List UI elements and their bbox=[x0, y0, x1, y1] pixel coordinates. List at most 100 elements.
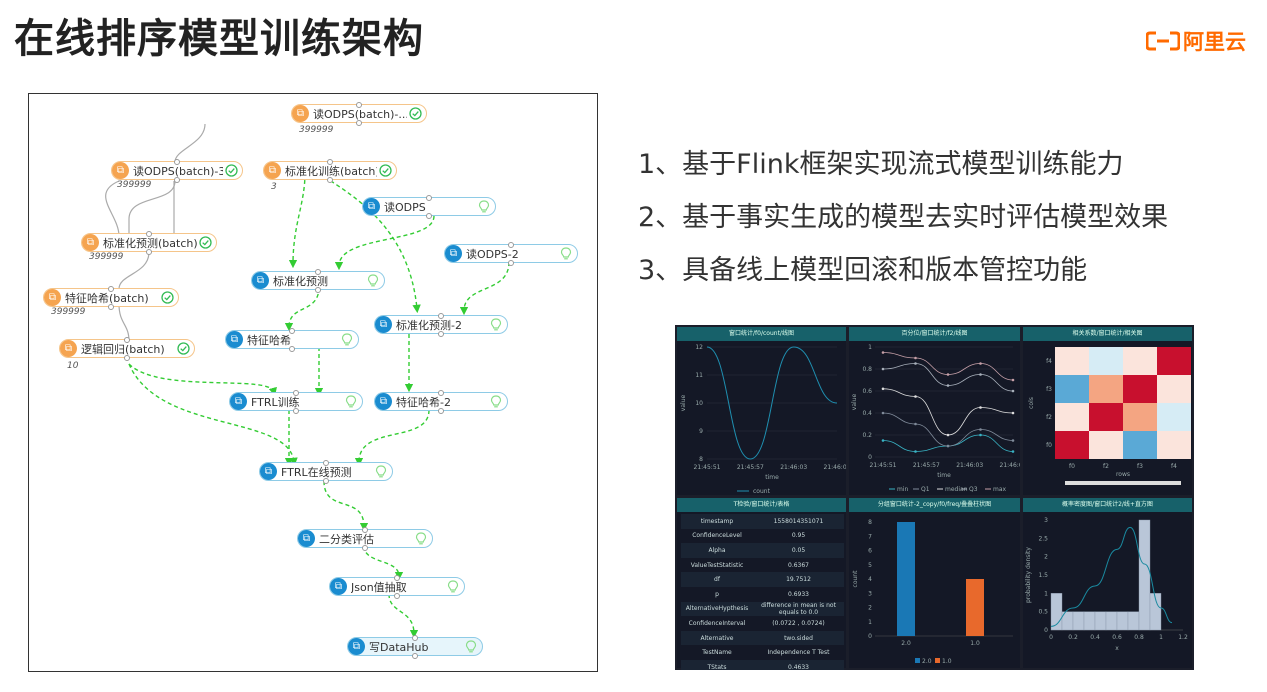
series-line bbox=[882, 363, 1014, 392]
node-port[interactable] bbox=[174, 177, 180, 183]
node-label: 标准化预测 bbox=[273, 274, 328, 288]
edge-stream bbox=[363, 545, 404, 581]
x-tick-label: 1.2 bbox=[1178, 634, 1188, 641]
edge-batch bbox=[118, 303, 130, 342]
key-point: 3、具备线上模型回滚和版本管控功能 bbox=[638, 255, 1088, 286]
check-circle-icon bbox=[223, 163, 239, 179]
pipeline-node[interactable]: ⧉FTRL训练 bbox=[229, 390, 363, 414]
node-port[interactable] bbox=[356, 120, 362, 126]
x-tick-label: 0 bbox=[1049, 634, 1053, 641]
node-label: 特征哈希 bbox=[247, 333, 291, 347]
node-port[interactable] bbox=[315, 269, 321, 275]
table-cell-value: 19.7512 bbox=[786, 576, 811, 584]
heatmap-cell bbox=[1157, 403, 1191, 431]
node-port[interactable] bbox=[412, 653, 418, 659]
node-port[interactable] bbox=[323, 460, 329, 466]
panel-title: 窗口统计/f0/count/线图 bbox=[677, 327, 846, 341]
pipeline-node[interactable]: ⧉特征哈希(batch) bbox=[43, 286, 179, 310]
histogram-bar bbox=[1149, 593, 1162, 631]
node-port[interactable] bbox=[293, 390, 299, 396]
node-port[interactable] bbox=[356, 102, 362, 108]
component-icon: ⧉ bbox=[375, 393, 392, 410]
pipeline-node[interactable]: ⧉读ODPS-2 bbox=[444, 242, 578, 266]
pipeline-node[interactable]: ⧉读ODPS(batch)-... bbox=[291, 102, 427, 126]
node-label: 特征哈希(batch) bbox=[65, 291, 149, 305]
legend-label: Q1 bbox=[921, 486, 930, 493]
x-tick-label: 21:45:51 bbox=[870, 462, 897, 469]
pipeline-node[interactable]: ⧉逻辑回归(batch) bbox=[59, 337, 195, 361]
node-port[interactable] bbox=[323, 478, 329, 484]
node-port[interactable] bbox=[438, 313, 444, 319]
x-tick-label: 1.0 bbox=[970, 640, 980, 647]
table-cell-value: 0.6933 bbox=[788, 590, 809, 598]
node-port[interactable] bbox=[438, 408, 444, 414]
pipeline-node[interactable]: ⧉Json值抽取 bbox=[329, 575, 465, 599]
node-port[interactable] bbox=[426, 213, 432, 219]
node-port[interactable] bbox=[146, 231, 152, 237]
node-port[interactable] bbox=[438, 331, 444, 337]
node-port[interactable] bbox=[412, 635, 418, 641]
component-icon: ⧉ bbox=[292, 105, 309, 122]
table-cell-key: AlternativeHypthesis bbox=[685, 605, 749, 613]
y-tick-label: 3 bbox=[1044, 517, 1048, 524]
y-tick-label: 8 bbox=[699, 456, 703, 463]
component-icon: ⧉ bbox=[82, 234, 99, 251]
node-port[interactable] bbox=[293, 408, 299, 414]
node-port[interactable] bbox=[174, 159, 180, 165]
data-point bbox=[979, 433, 982, 437]
node-port[interactable] bbox=[508, 260, 514, 266]
node-port[interactable] bbox=[508, 242, 514, 248]
node-port[interactable] bbox=[362, 527, 368, 533]
pipeline-node[interactable]: ⧉写DataHub bbox=[347, 635, 483, 659]
pipeline-edges bbox=[105, 123, 510, 639]
heatmap-cell bbox=[1089, 431, 1123, 459]
node-port[interactable] bbox=[426, 195, 432, 201]
node-port[interactable] bbox=[108, 286, 114, 292]
pipeline-node[interactable]: ⧉标准化预测-2 bbox=[374, 313, 508, 337]
node-port[interactable] bbox=[124, 337, 130, 343]
y-tick-label: 0 bbox=[868, 454, 872, 461]
histogram-bar bbox=[1138, 519, 1151, 631]
pipeline-node[interactable]: ⧉FTRL在线预测 bbox=[259, 460, 393, 484]
node-port[interactable] bbox=[289, 346, 295, 352]
pipeline-node[interactable]: ⧉特征哈希 bbox=[225, 328, 359, 352]
node-port[interactable] bbox=[146, 249, 152, 255]
pipeline-node[interactable]: ⧉标准化训练(batch) bbox=[263, 159, 397, 183]
pipeline-node[interactable]: ⧉标准化预测 bbox=[251, 269, 385, 293]
table-row: ConfidenceInterval(0.0722 , 0.0724) bbox=[681, 616, 844, 631]
lightbulb-icon bbox=[488, 317, 504, 333]
x-axis-label: time bbox=[765, 474, 779, 481]
node-port[interactable] bbox=[362, 545, 368, 551]
pipeline-node[interactable]: ⧉读ODPS(batch)-3 bbox=[111, 159, 243, 183]
count-line-chart: 8910111221:45:5121:45:5721:46:0321:46:09… bbox=[680, 344, 846, 495]
node-port[interactable] bbox=[124, 355, 130, 361]
node-port[interactable] bbox=[327, 177, 333, 183]
node-port[interactable] bbox=[315, 287, 321, 293]
node-port[interactable] bbox=[289, 328, 295, 334]
component-icon: ⧉ bbox=[112, 162, 129, 179]
heatmap-cell bbox=[1123, 431, 1157, 459]
node-port[interactable] bbox=[394, 593, 400, 599]
legend-label: max bbox=[993, 486, 1007, 493]
node-port[interactable] bbox=[327, 159, 333, 165]
y-tick-label: 0 bbox=[1044, 627, 1048, 634]
node-label: 标准化预测(batch) bbox=[103, 236, 197, 250]
node-port[interactable] bbox=[438, 390, 444, 396]
heatmap-cell bbox=[1055, 403, 1089, 431]
component-icon: ⧉ bbox=[230, 393, 247, 410]
pipeline-node[interactable]: ⧉特征哈希-2 bbox=[374, 390, 508, 414]
node-port[interactable] bbox=[108, 304, 114, 310]
node-port[interactable] bbox=[394, 575, 400, 581]
pipeline-node[interactable]: ⧉ 标准化预测(batch) bbox=[81, 231, 217, 255]
legend-label: Q3 bbox=[969, 486, 978, 493]
pipeline-node[interactable]: ⧉读ODPS bbox=[362, 195, 496, 219]
lightbulb-icon bbox=[373, 464, 389, 480]
lightbulb-icon bbox=[339, 332, 355, 348]
aliyun-logo-icon bbox=[1146, 31, 1180, 51]
pipeline-node[interactable]: ⧉二分类评估 bbox=[297, 527, 433, 551]
y-tick-label: 6 bbox=[868, 548, 872, 555]
lightbulb-icon bbox=[445, 579, 461, 595]
